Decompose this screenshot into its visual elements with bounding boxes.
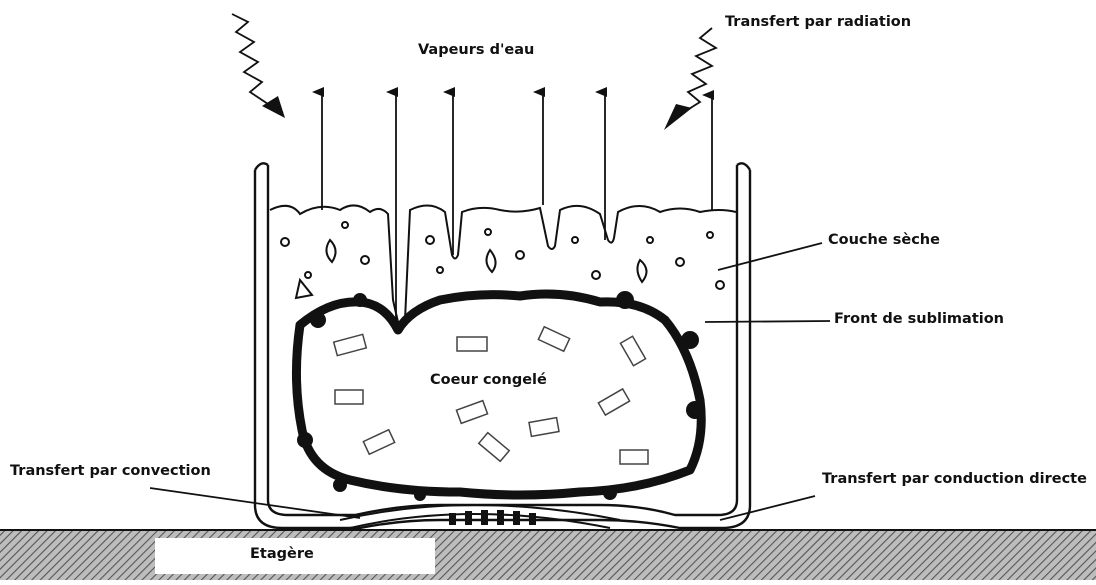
water-vapor-label: Vapeurs d'eau bbox=[418, 43, 534, 58]
radiation-arrows bbox=[232, 14, 716, 130]
shelf bbox=[0, 530, 1096, 580]
vial-inner-wall bbox=[268, 165, 737, 515]
radiation-arrow-left bbox=[232, 14, 270, 108]
sublimation-front bbox=[296, 291, 704, 501]
conduction-label: Transfert par conduction directe bbox=[822, 472, 1087, 487]
sublimation-front-label: Front de sublimation bbox=[834, 312, 1004, 327]
shelf-label: Etagère bbox=[250, 547, 314, 562]
convection-label: Transfert par convection bbox=[10, 464, 211, 479]
radiation-label: Transfert par radiation bbox=[725, 15, 911, 30]
frozen-core-label: Coeur congelé bbox=[430, 373, 547, 388]
dry-layer-label: Couche sèche bbox=[828, 233, 940, 248]
ice-crystals bbox=[334, 327, 648, 464]
